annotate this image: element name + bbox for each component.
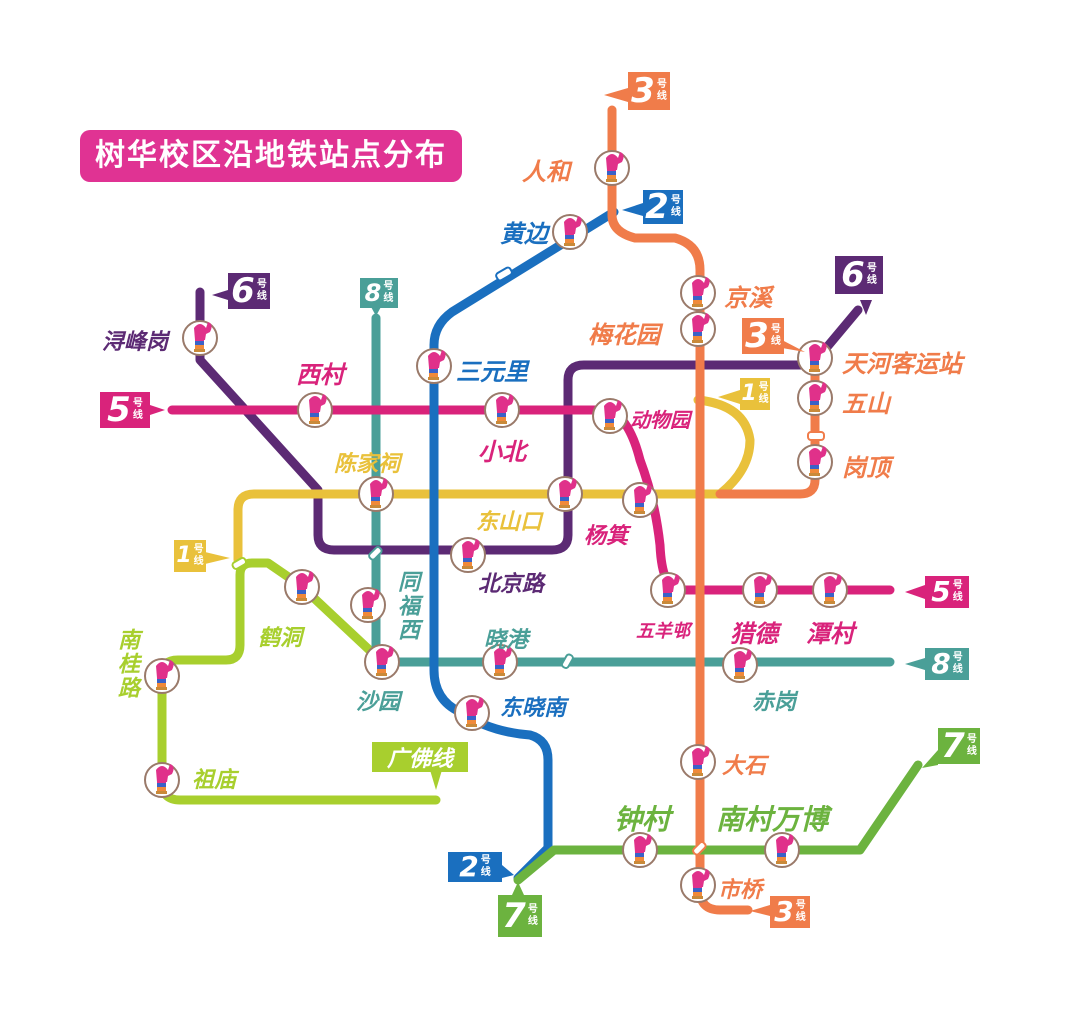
line-1-badge-right: 1 号线 (740, 378, 770, 410)
line-3-badge-mid: 3 号线 (742, 318, 784, 354)
station-chigang: 赤岗 (752, 690, 797, 715)
station-xunfenggang: 浔峰岗 (102, 330, 169, 355)
station-yangji: 杨箕 (584, 524, 629, 549)
line-7 (513, 760, 923, 885)
line-1 (233, 395, 755, 565)
line-3-badge-bottom: 3 号线 (770, 896, 810, 928)
station-hedong: 鹤洞 (258, 626, 303, 651)
line-2-badge-top: 2 号线 (643, 190, 683, 224)
line-5 (167, 405, 895, 595)
station-wuyangcun: 五羊邨 (636, 621, 690, 642)
station-nancunwanbo: 南村万博 (716, 803, 829, 836)
station-shiqiao: 市桥 (718, 878, 763, 903)
line-7-badge-bottom: 7 号线 (498, 895, 542, 937)
station-xiaobei: 小北 (478, 438, 526, 466)
station-xicun: 西村 (296, 361, 344, 389)
line-3-branch (715, 353, 820, 499)
map-title: 树华校区沿地铁站点分布图 (80, 130, 462, 225)
station-meihuayuan: 梅花园 (588, 321, 660, 349)
station-beijinglu: 北京路 (478, 572, 545, 597)
line-6-badge-left: 6 号线 (228, 273, 270, 309)
line-2-badge-bottom: 2 号线 (448, 852, 502, 882)
station-xiaogang: 晓港 (484, 628, 529, 653)
station-wushan: 五山 (842, 390, 890, 418)
station-tancun: 潭村 (806, 620, 854, 648)
station-huangbian: 黄边 (500, 220, 548, 248)
station-sanyuanli: 三元里 (456, 358, 528, 386)
station-dongxiaonan: 东晓南 (500, 696, 567, 721)
line-6 (195, 287, 863, 555)
station-jingxi: 京溪 (724, 284, 772, 312)
line-7-badge-right: 7 号线 (938, 728, 980, 764)
station-chenjiaci: 陈家祠 (334, 452, 401, 477)
station-zumiao: 祖庙 (192, 768, 237, 793)
line-8-badge-right: 8 号线 (925, 648, 969, 680)
station-nanguilu: 南桂路 (114, 628, 139, 700)
line-6-badge-right: 6 号线 (835, 256, 883, 294)
line-8-badge-top: 8 号线 (360, 278, 398, 308)
station-tianhekeyunzhan: 天河客运站 (842, 350, 962, 378)
station-dongshankou: 东山口 (476, 510, 543, 535)
line-5-badge-left: 5 号线 (100, 392, 150, 428)
station-tongfuxi: 同福西 (394, 570, 419, 642)
station-dashi: 大石 (722, 754, 767, 779)
line-5-badge-right: 5 号线 (925, 576, 969, 608)
station-liede: 猎德 (730, 620, 778, 648)
station-shayuan: 沙园 (356, 690, 401, 715)
line-3 (607, 105, 753, 915)
line-3-badge-top: 3 号线 (628, 72, 670, 110)
station-renhe: 人和 (522, 158, 570, 186)
station-gangding: 岗顶 (842, 454, 890, 482)
guangfo-line-badge: 广佛线 (372, 742, 468, 772)
line-1-badge-left: 1 号线 (174, 540, 206, 572)
station-dongwuyuan: 动物园 (630, 408, 690, 432)
station-zhongcun: 钟村 (614, 803, 671, 836)
